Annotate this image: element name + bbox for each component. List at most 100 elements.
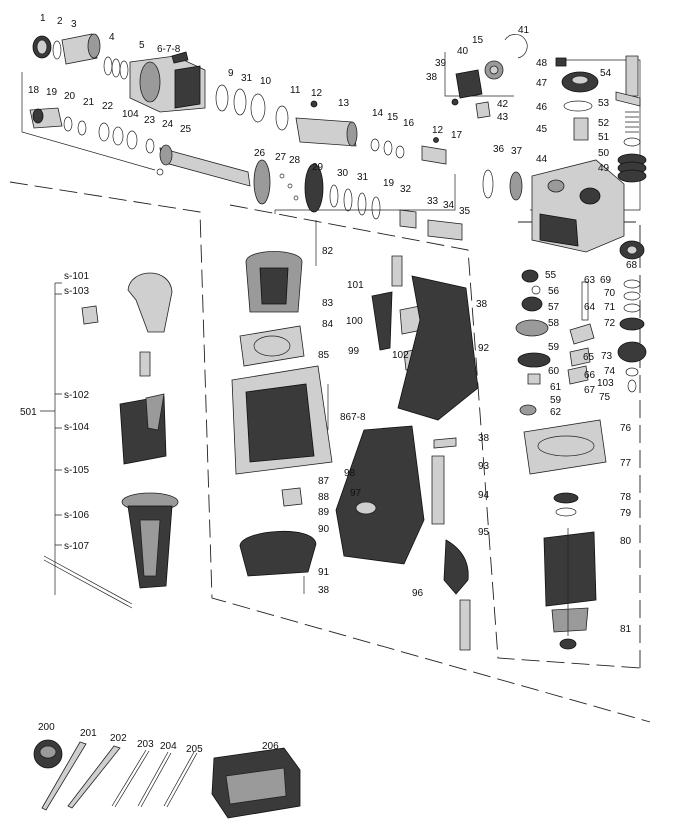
part-label: 13: [338, 98, 350, 109]
part-label: 15: [472, 35, 484, 46]
part-label: 12: [311, 88, 323, 99]
part-label: 45: [536, 124, 548, 135]
part-label: 91: [318, 567, 330, 578]
part-label: 71: [604, 302, 616, 313]
side-handle-assembly: [40, 272, 179, 609]
part-label: 37: [511, 146, 523, 157]
part-label: 102: [392, 350, 409, 361]
part-label: 97: [350, 488, 362, 499]
part-label: s-104: [64, 422, 89, 433]
central-housing: [231, 220, 333, 594]
part-label: 59: [550, 395, 562, 406]
part-label: 67: [584, 385, 596, 396]
part-label: 38: [476, 299, 488, 310]
part-label: s-107: [64, 541, 89, 552]
part-label: 61: [550, 382, 562, 393]
gearbox-housing: [531, 159, 645, 260]
part-label: 40: [457, 46, 469, 57]
part-label: 3: [71, 19, 77, 30]
part-label: 85: [318, 350, 330, 361]
hammer-tube-assembly: [29, 107, 523, 241]
part-label: s-106: [64, 510, 89, 521]
part-label: 1: [40, 13, 46, 24]
part-label: 31: [241, 73, 253, 84]
part-label: 21: [83, 97, 95, 108]
part-label: 89: [318, 507, 330, 518]
part-label: 36: [493, 144, 505, 155]
part-label: 2: [57, 16, 63, 27]
part-label: 27: [275, 152, 287, 163]
part-label: 77: [620, 458, 632, 469]
part-label: 94: [478, 490, 490, 501]
part-label: 99: [348, 346, 360, 357]
part-label: 54: [600, 68, 612, 79]
part-label: 104: [122, 109, 139, 120]
part-label: 867-8: [340, 412, 366, 423]
part-label: 31: [357, 172, 369, 183]
accessories-row: [33, 739, 301, 819]
part-label: 55: [545, 270, 557, 281]
part-label: 35: [459, 206, 471, 217]
part-number-labels: 1 2 3 4 5 6-7-8 9 31 10 11 12 13 14 15 1…: [20, 13, 638, 755]
part-label: 72: [604, 318, 616, 329]
part-label: 100: [346, 316, 363, 327]
part-label: 18: [28, 85, 40, 96]
part-label: 87: [318, 476, 330, 487]
part-label: 38: [318, 585, 330, 596]
part-label: 66: [584, 370, 596, 381]
part-label: 63: [584, 275, 596, 286]
part-label: 52: [598, 118, 610, 129]
part-label: 88: [318, 492, 330, 503]
part-label: 6-7-8: [157, 44, 181, 55]
part-label: s-105: [64, 465, 89, 476]
part-label: 80: [620, 536, 632, 547]
part-label: 24: [162, 119, 174, 130]
part-label: 51: [598, 132, 610, 143]
part-label: 9: [228, 68, 234, 79]
part-label: 57: [548, 302, 560, 313]
part-label: 501: [20, 407, 37, 418]
part-label: 12: [432, 125, 444, 136]
part-label: 205: [186, 744, 203, 755]
part-label: 81: [620, 624, 632, 635]
part-label: 90: [318, 524, 330, 535]
part-label: 78: [620, 492, 632, 503]
part-label: 73: [601, 351, 613, 362]
part-label: 75: [599, 392, 611, 403]
part-label: 53: [598, 98, 610, 109]
part-label: 32: [400, 184, 412, 195]
part-label: 15: [387, 112, 399, 123]
part-label: 5: [139, 40, 145, 51]
part-label: 70: [604, 288, 616, 299]
part-label: 58: [548, 318, 560, 329]
part-label: 76: [620, 423, 632, 434]
armature-assembly: [515, 269, 647, 650]
part-label: 74: [604, 366, 616, 377]
chuck-assembly: [32, 33, 447, 165]
part-label: s-101: [64, 271, 89, 282]
part-label: s-102: [64, 390, 89, 401]
part-label: 10: [260, 76, 272, 87]
part-label: 204: [160, 741, 177, 752]
part-label: 19: [46, 87, 58, 98]
part-label: 200: [38, 722, 55, 733]
part-label: 84: [322, 319, 334, 330]
part-label: 44: [536, 154, 548, 165]
part-label: 203: [137, 739, 154, 750]
part-label: 25: [180, 124, 192, 135]
rear-handle-assembly: [335, 255, 479, 651]
part-label: 62: [550, 407, 562, 418]
part-label: 103: [597, 378, 614, 389]
part-label: 79: [620, 508, 632, 519]
part-label: 11: [290, 85, 301, 96]
part-label: 26: [254, 148, 266, 159]
part-label: 30: [337, 168, 349, 179]
part-label: 14: [372, 108, 384, 119]
part-label: 29: [312, 162, 324, 173]
part-label: 82: [322, 246, 334, 257]
part-label: 64: [584, 302, 596, 313]
part-label: 46: [536, 102, 548, 113]
part-label: 38: [478, 433, 490, 444]
part-label: 56: [548, 286, 560, 297]
